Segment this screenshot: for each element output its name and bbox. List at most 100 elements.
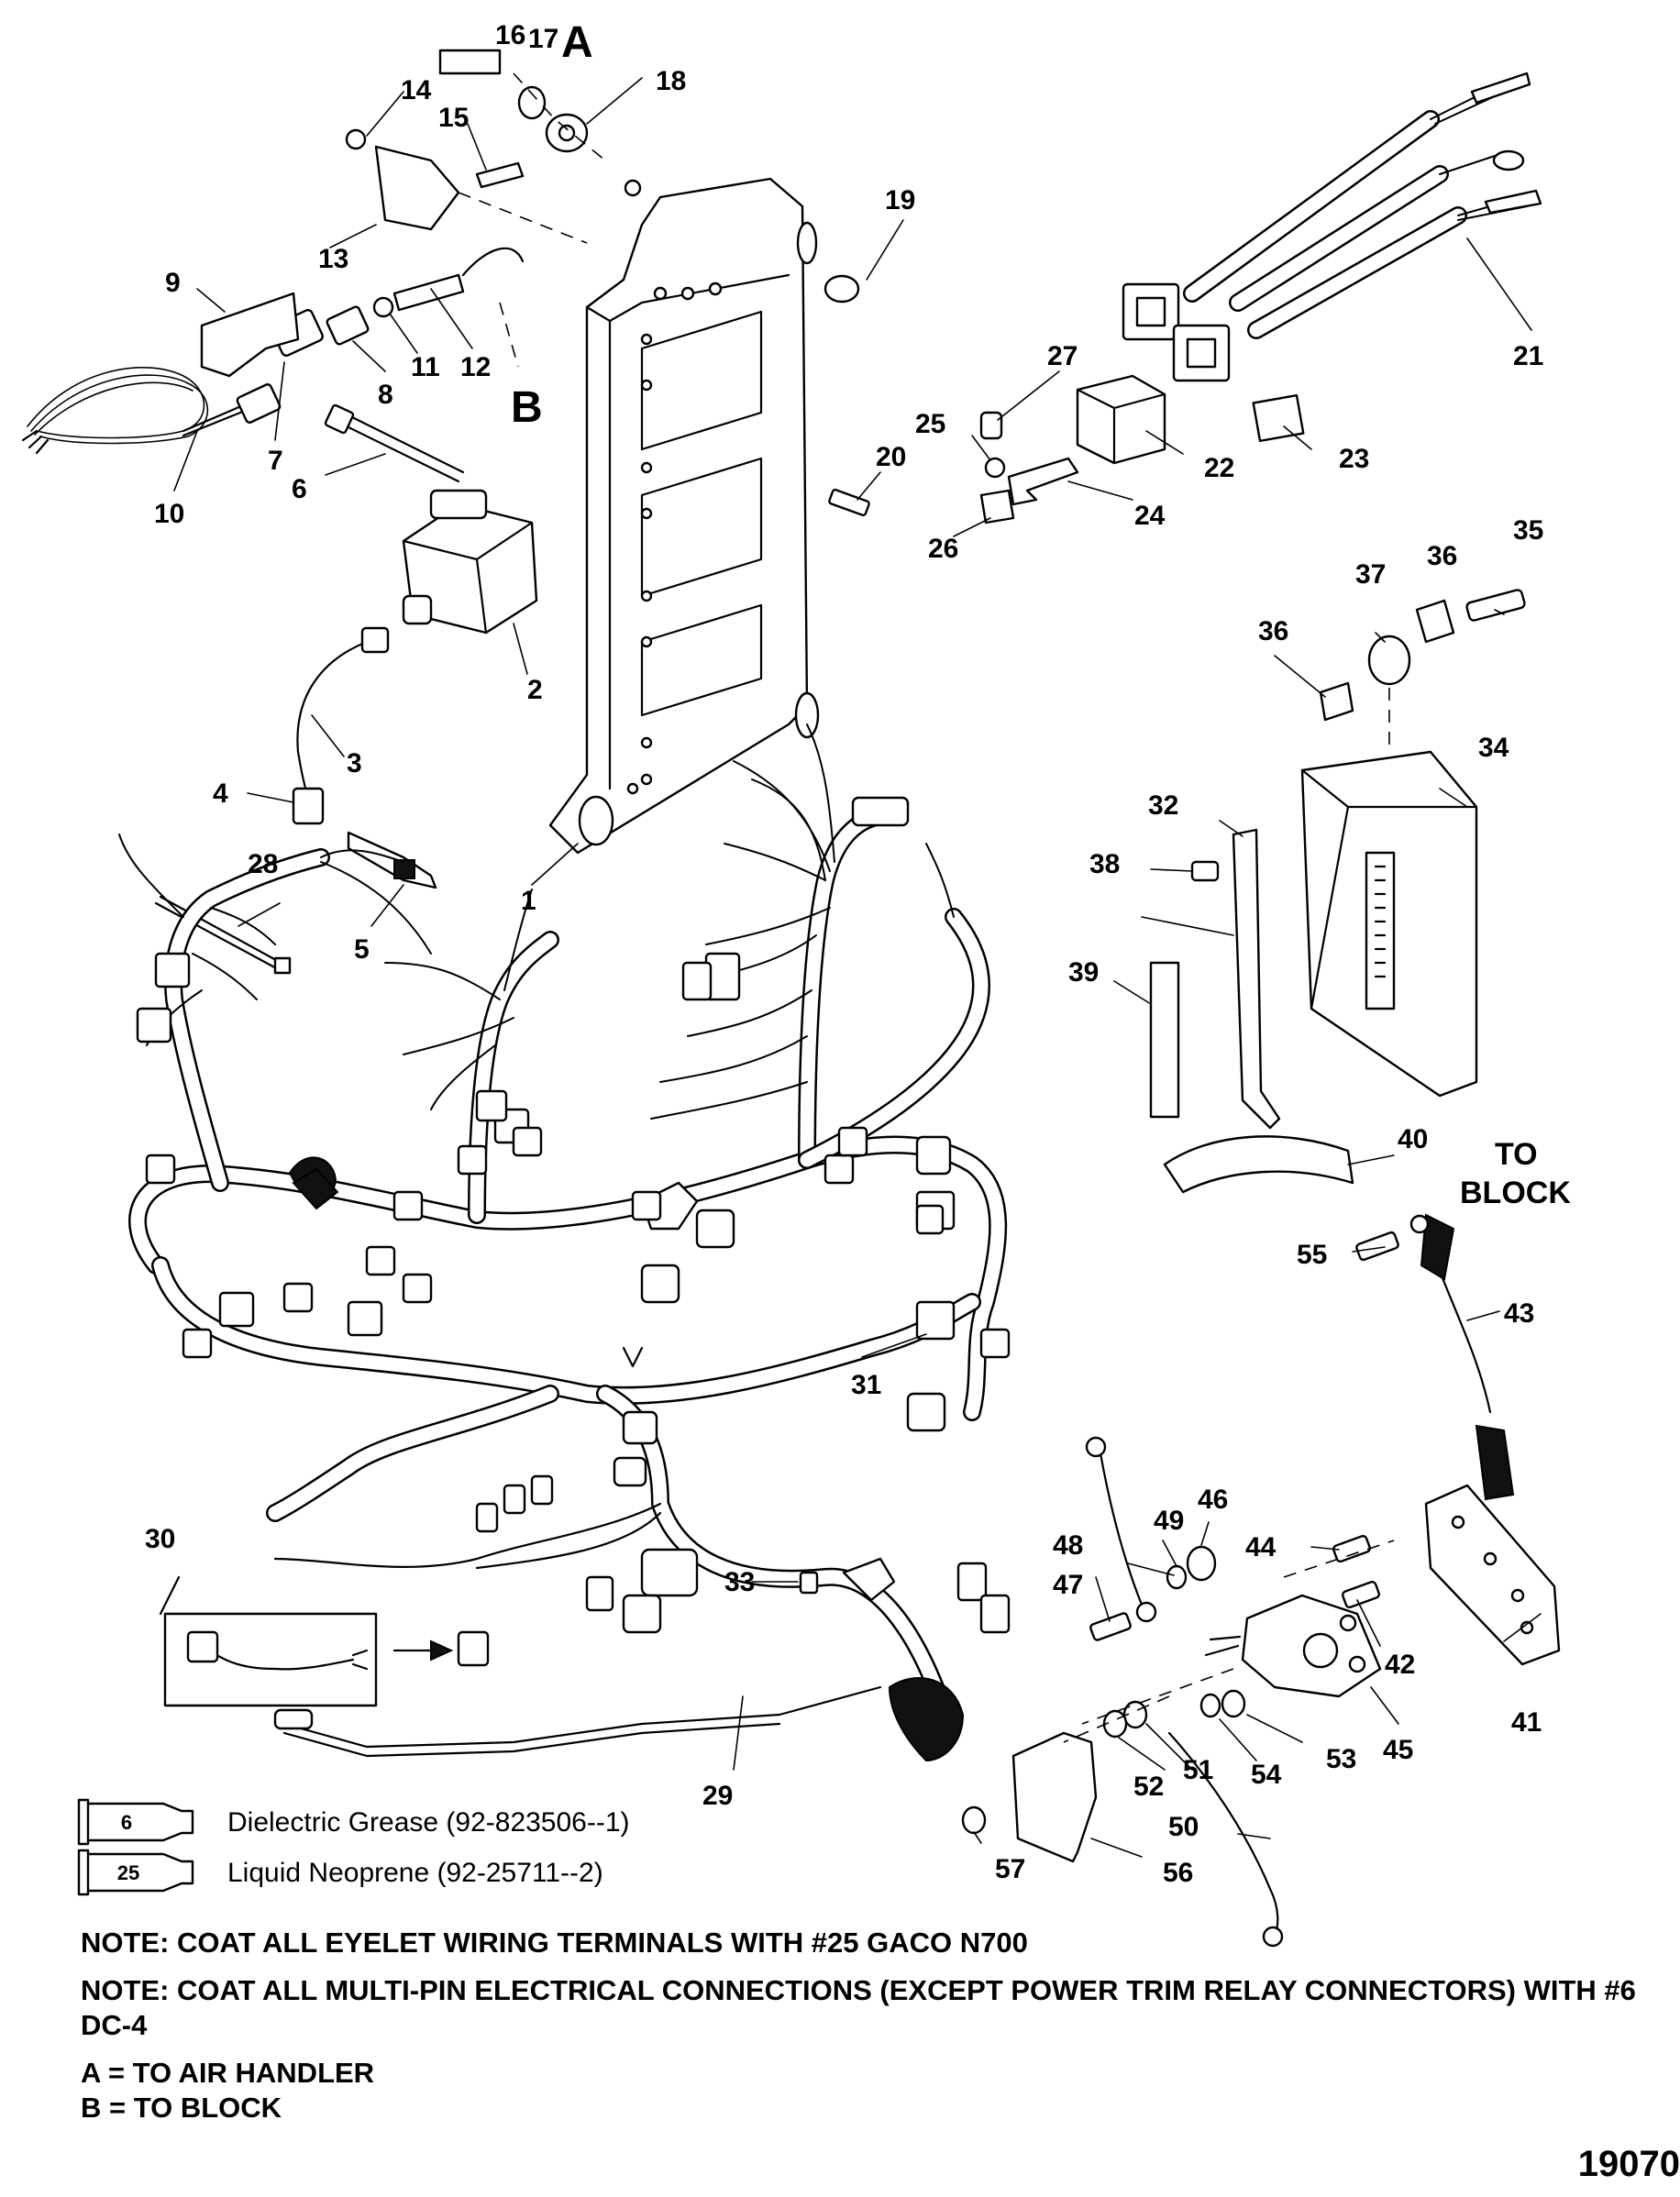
callout-labels: 1 2 3 4 5 6 7 8 9 10 11 12 13 14 15 16 1… (145, 18, 1571, 1888)
cable-part-48 (1099, 1452, 1144, 1606)
callout-42: 42 (1385, 1650, 1415, 1680)
callout-1: 1 (521, 886, 536, 916)
callout-48: 48 (1053, 1530, 1083, 1561)
note-eyelet-terminals: NOTE: COAT ALL EYELET WIRING TERMINALS W… (81, 1927, 1028, 1959)
callout-23: 23 (1339, 444, 1369, 474)
callout-40: 40 (1398, 1124, 1428, 1154)
callout-6: 6 (292, 474, 307, 504)
callout-2: 2 (527, 675, 543, 705)
washer-part-25 (984, 457, 1006, 479)
plug-boot-top (360, 626, 390, 654)
washer-part-11 (372, 296, 394, 318)
callout-55: 55 (1297, 1240, 1327, 1270)
callout-13: 13 (318, 244, 348, 274)
to-block-line-2: BLOCK (1460, 1176, 1571, 1210)
screw-part-47 (1089, 1612, 1132, 1641)
plug-boot-part-4 (292, 787, 325, 825)
callout-21: 21 (1513, 341, 1543, 371)
callout-11: 11 (411, 352, 440, 382)
sealant-tube-icon (83, 1852, 194, 1893)
washer-part-17 (517, 85, 547, 120)
trim-harness-part-21 (1122, 72, 1542, 382)
callout-53: 53 (1326, 1744, 1356, 1774)
callout-26: 26 (928, 534, 958, 564)
legend-item-liquid-neoprene: 25 Liquid Neoprene (92-25711--2) (77, 1849, 603, 1896)
cable-eyelet-top (1085, 1436, 1107, 1458)
callout-28: 28 (248, 849, 278, 879)
ground-cable-part-43 (1409, 1213, 1515, 1501)
grommet-part-18-inner (558, 124, 576, 142)
callout-7: 7 (268, 446, 283, 476)
foam-part-39 (1149, 961, 1180, 1119)
legend: 6 Dielectric Grease (92-823506--1) 25 Li… (77, 1798, 630, 1896)
cable-eyelet-bottom (1135, 1601, 1157, 1623)
lead-eyelet (1262, 1926, 1284, 1948)
hose-part-12 (392, 273, 465, 312)
callout-49: 49 (1154, 1506, 1184, 1536)
letter-a: A (561, 18, 593, 67)
notes-block: NOTE: COAT ALL EYELET WIRING TERMINALS W… (81, 1926, 1640, 2125)
legend-item-dielectric-grease: 6 Dielectric Grease (92-823506--1) (77, 1798, 630, 1846)
pin-part-15 (475, 161, 525, 189)
callout-22: 22 (1204, 453, 1234, 483)
dashed-leader-relay (1063, 1540, 1395, 1743)
callout-4: 4 (213, 778, 228, 809)
callout-46: 46 (1198, 1485, 1228, 1515)
callout-19: 19 (885, 185, 915, 215)
callout-12: 12 (460, 352, 491, 382)
label-part-23 (1252, 393, 1305, 443)
callout-47: 47 (1053, 1570, 1083, 1600)
clamp-part-40 (1163, 1135, 1354, 1194)
callout-5: 5 (354, 934, 370, 965)
screw-part-20 (828, 488, 870, 517)
callout-32: 32 (1148, 790, 1178, 821)
hose-bend (461, 247, 525, 277)
callout-50: 50 (1168, 1812, 1199, 1842)
screw-part-38 (1190, 860, 1220, 882)
screw-part-42 (1341, 1580, 1381, 1609)
main-harness-part-29 (118, 723, 1011, 1762)
screw-part-33 (799, 1571, 819, 1595)
bolt-part-16 (438, 49, 502, 75)
screw-part-27 (979, 411, 1003, 440)
callout-34: 34 (1478, 733, 1509, 763)
callout-16: 16 (495, 20, 525, 50)
callout-54: 54 (1251, 1760, 1282, 1790)
ground-strap-part-32 (1232, 828, 1281, 1130)
to-block-line-1: TO (1495, 1137, 1538, 1172)
callout-10: 10 (154, 499, 184, 529)
washer-part-19 (823, 274, 860, 304)
callout-38: 38 (1089, 849, 1120, 879)
key-b: B = TO BLOCK (81, 2092, 282, 2124)
legend-label: Dielectric Grease (92-823506--1) (227, 1807, 630, 1838)
nut-part-53 (1221, 1689, 1246, 1718)
callout-3: 3 (347, 748, 362, 778)
ecm-part-34 (1300, 750, 1478, 1098)
dashed-leader-13 (458, 192, 588, 244)
callout-30: 30 (145, 1524, 175, 1554)
bushing-part-36-right (1415, 599, 1455, 644)
callout-44: 44 (1245, 1532, 1277, 1562)
legend-tube-number: 6 (121, 1811, 132, 1834)
relay-plate-part-41 (1424, 1484, 1561, 1666)
detail-box-part-30 (159, 1575, 490, 1707)
relay-edge (1076, 388, 1166, 465)
callout-31: 31 (851, 1370, 881, 1400)
lead-part-50 (1167, 1731, 1279, 1937)
callout-25: 25 (915, 409, 945, 439)
callout-36-right: 36 (1427, 541, 1457, 571)
sealant-tube-icon (83, 1802, 194, 1842)
sensor-part-13 (374, 145, 460, 231)
callout-39: 39 (1068, 957, 1099, 988)
figure-id: 19070 (1577, 2144, 1680, 2184)
cover-part-56 (1011, 1731, 1098, 1863)
callout-18: 18 (656, 66, 686, 96)
leader-lines (173, 77, 1542, 1858)
callout-37: 37 (1355, 559, 1386, 590)
nut-part-57 (961, 1805, 987, 1835)
screw-part-44 (1332, 1534, 1372, 1563)
bolt-part-6 (324, 403, 465, 483)
callout-41: 41 (1511, 1707, 1542, 1738)
callout-36-left: 36 (1258, 616, 1288, 646)
